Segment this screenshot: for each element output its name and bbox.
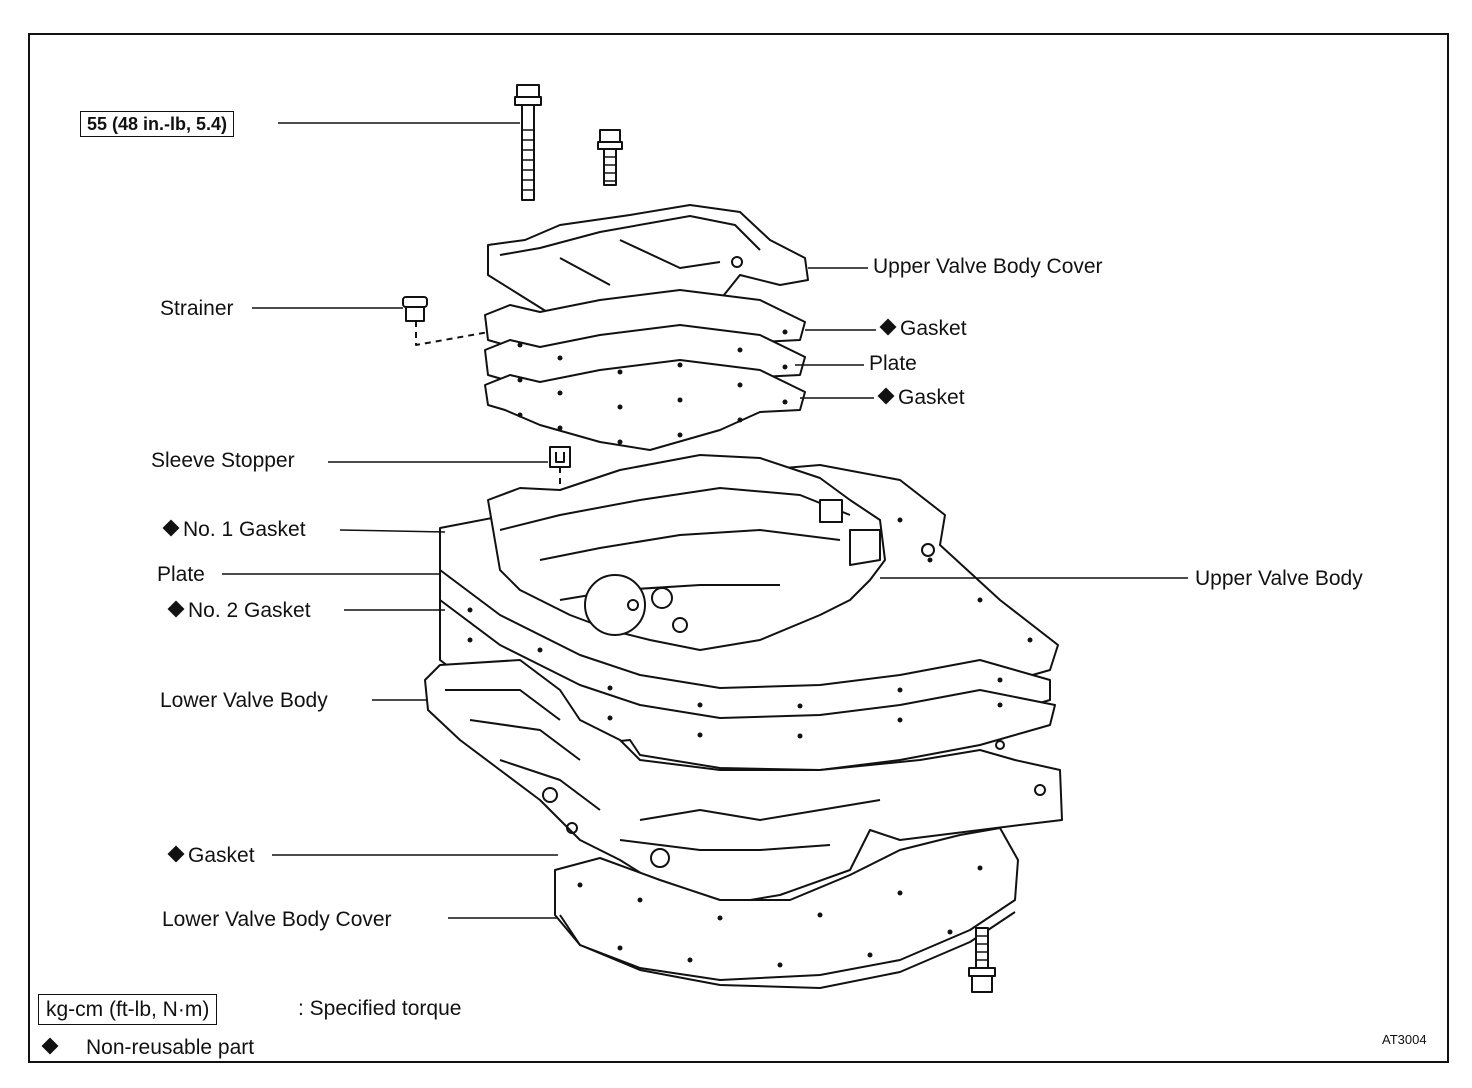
torque-callout: 55 (48 in.-lb, 5.4) bbox=[80, 111, 235, 137]
non-reusable-diamond-icon bbox=[879, 318, 897, 336]
label-strainer: Strainer bbox=[160, 297, 234, 320]
diagram-frame bbox=[28, 33, 1449, 1063]
legend-torque-description: : Specified torque bbox=[298, 997, 462, 1020]
legend-nonreusable-description: Non-reusable part bbox=[86, 1036, 255, 1059]
label-gasket-bottom: Gasket bbox=[167, 845, 255, 866]
label-gasket-upper: Gasket bbox=[879, 318, 967, 339]
non-reusable-diamond-icon bbox=[167, 600, 185, 618]
label-no1-gasket: No. 1 Gasket bbox=[162, 519, 306, 540]
non-reusable-diamond-icon bbox=[167, 845, 185, 863]
non-reusable-diamond-icon bbox=[41, 1037, 59, 1055]
leader-lines bbox=[222, 122, 1188, 919]
label-sleeve-stopper: Sleeve Stopper bbox=[151, 449, 295, 472]
upper-valve-body-part bbox=[487, 454, 935, 651]
bottom-bolt bbox=[968, 927, 996, 993]
label-upper-valve-body-cover: Upper Valve Body Cover bbox=[873, 255, 1103, 278]
label-plate-upper: Plate bbox=[869, 352, 917, 375]
lower-valve-body-part bbox=[424, 659, 1063, 906]
sleeve-stopper-part bbox=[549, 446, 571, 500]
strainer-part bbox=[402, 296, 501, 346]
label-upper-valve-body: Upper Valve Body bbox=[1195, 567, 1363, 590]
label-gasket-lower: Gasket bbox=[877, 387, 965, 408]
label-lower-valve-body: Lower Valve Body bbox=[160, 689, 328, 712]
figure-id: AT3004 bbox=[1382, 1032, 1427, 1047]
label-no2-gasket: No. 2 Gasket bbox=[167, 600, 311, 621]
upper-gasket-plate-stack bbox=[484, 289, 806, 451]
legend-nonreusable-row: Non-reusable part bbox=[41, 1036, 255, 1059]
non-reusable-diamond-icon bbox=[162, 519, 180, 537]
legend-torque-unit-box: kg-cm (ft-lb, N·m) bbox=[38, 994, 218, 1025]
non-reusable-diamond-icon bbox=[877, 387, 895, 405]
long-bolt bbox=[514, 84, 542, 201]
upper-valve-body-cover bbox=[487, 204, 809, 333]
short-bolt bbox=[597, 129, 623, 186]
label-lower-valve-body-cover: Lower Valve Body Cover bbox=[162, 908, 392, 931]
lower-valve-body-cover-part bbox=[554, 827, 1019, 989]
label-plate-middle: Plate bbox=[157, 563, 205, 586]
